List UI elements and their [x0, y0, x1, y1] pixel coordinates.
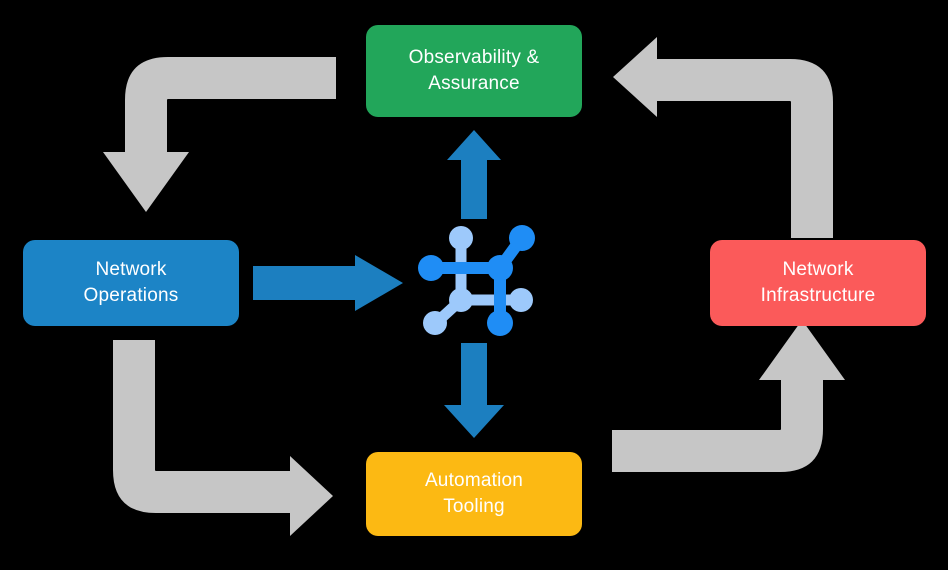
node-label-observability-assurance: Observability & Assurance: [408, 47, 540, 94]
node-box-observability-assurance[interactable]: Observability & Assurance: [366, 25, 582, 117]
gray-arrow-observability-to-operations: [103, 57, 336, 212]
node-label-network-infrastructure: Network Infrastructure: [760, 259, 876, 306]
network-topology-icon-links: [425, 233, 527, 328]
node-box-automation-tooling[interactable]: Automation Tooling: [366, 452, 582, 536]
blue-arrow-center-to-observability: [447, 130, 501, 219]
gray-arrow-operations-to-automation: [113, 340, 333, 536]
gray-arrow-automation-to-infrastructure: [612, 320, 845, 472]
node-box-network-operations[interactable]: Network Operations: [23, 240, 239, 326]
blue-arrow-operations-to-center: [253, 255, 403, 311]
gray-arrow-infrastructure-to-observability: [613, 37, 833, 238]
network-topology-icon-nodes: [418, 225, 535, 336]
node-box-network-infrastructure[interactable]: Network Infrastructure: [710, 240, 926, 326]
blue-arrow-center-to-automation: [444, 343, 504, 438]
node-label-network-operations: Network Operations: [83, 259, 179, 306]
node-label-automation-tooling: Automation Tooling: [424, 470, 524, 517]
